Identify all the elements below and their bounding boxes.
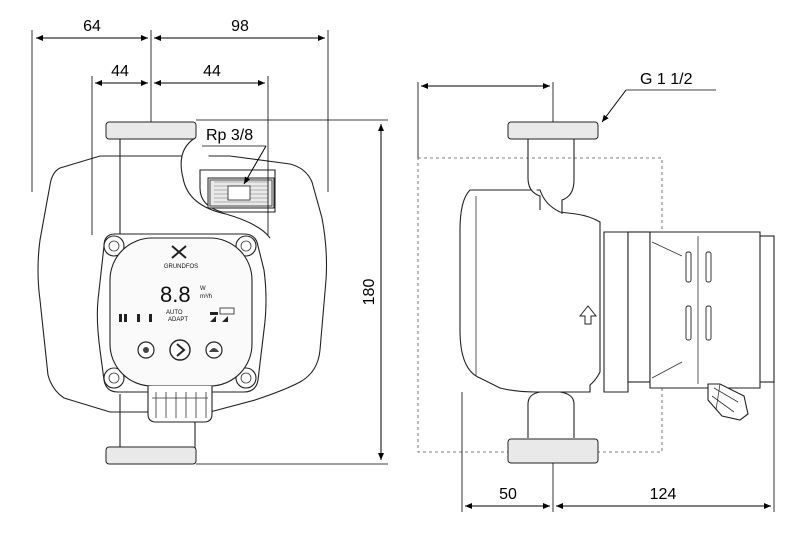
flow-arrow-icon [578, 305, 598, 325]
pipe-body [119, 137, 271, 239]
rp-label: Rp 3/8 [206, 127, 253, 144]
dim-44-left: 44 [111, 63, 129, 80]
side-top-reference [417, 82, 554, 158]
dimension-top-inner: 44 44 [91, 63, 269, 235]
dimension-height: 180 [196, 119, 388, 465]
dim-98: 98 [231, 18, 249, 35]
bottom-flange [105, 446, 197, 465]
top-flange [105, 121, 197, 140]
mode-line-2: ADAPT [168, 317, 188, 323]
pump-housing [459, 189, 601, 393]
dimension-bottom: 50 124 [461, 382, 775, 512]
stator-ring [603, 231, 629, 393]
display-value: 8.8 [160, 282, 191, 307]
g-label: G 1 1/2 [640, 71, 693, 88]
boss-top-left [103, 235, 125, 257]
callout-g: G 1 1/2 [601, 71, 716, 123]
side-top-flange [507, 121, 599, 140]
boss-bottom-left [103, 367, 125, 389]
dimension-top-total: 64 98 [31, 18, 329, 192]
select-button-icon[interactable] [169, 339, 191, 361]
callout-rp: Rp 3/8 [202, 127, 267, 185]
mode-icons [210, 307, 235, 322]
cable-connector [147, 386, 213, 423]
dim-180: 180 [361, 279, 378, 306]
indicator-lights [119, 314, 152, 322]
port-boss [199, 169, 276, 213]
dim-64: 64 [83, 18, 101, 35]
dim-124: 124 [650, 486, 677, 503]
dim-44-right: 44 [203, 63, 221, 80]
brand-text: GRUNDFOS [164, 264, 198, 270]
side-pipe [527, 138, 575, 214]
front-view: GRUNDFOS 8.8 W m³/h AUTO ADAPT [37, 121, 328, 465]
dim-50: 50 [499, 486, 517, 503]
brand-logo: GRUNDFOS [164, 245, 198, 270]
cooling-slots [685, 251, 712, 341]
mode-line-1: AUTO [166, 310, 183, 316]
unit-w: W [200, 286, 206, 292]
side-cable-gland [707, 383, 749, 421]
side-bottom-flange [507, 438, 599, 464]
side-view [417, 121, 775, 464]
unit-m3h: m³/h [200, 294, 212, 300]
